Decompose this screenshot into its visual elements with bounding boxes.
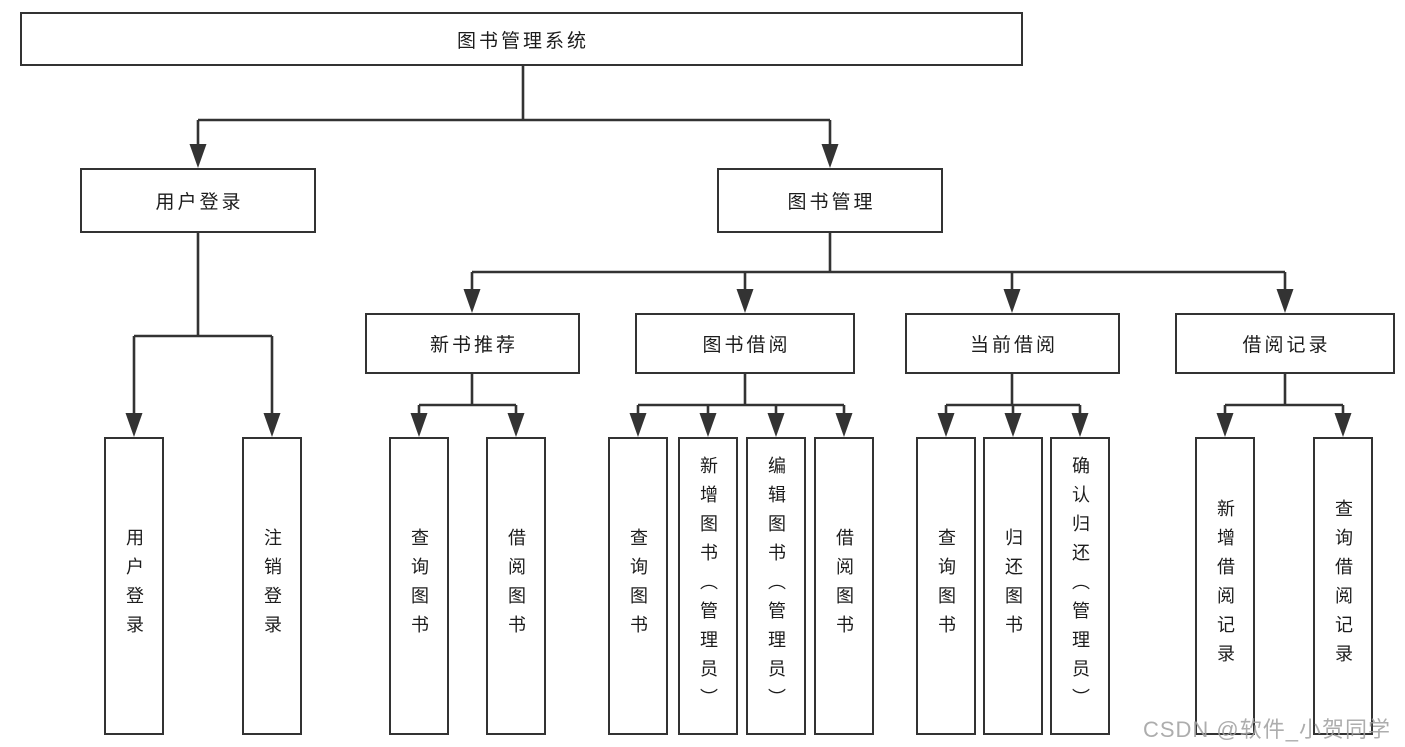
node-label: 归还图书 xyxy=(1003,528,1023,644)
node-leaf-logout: 注销登录 xyxy=(242,437,302,735)
node-current-borrow: 当前借阅 xyxy=(905,313,1120,374)
node-label: 当前借阅 xyxy=(969,335,1058,356)
node-leaf-edit-books-admin: 编辑图书（管理员） xyxy=(746,437,806,735)
node-label: 借阅图书 xyxy=(506,528,526,644)
node-label: 编辑图书（管理员） xyxy=(766,455,786,717)
node-leaf-query-books-1: 查询图书 xyxy=(389,437,449,735)
node-label: 用户登录 xyxy=(155,192,244,213)
node-label: 确认归还（管理员） xyxy=(1070,455,1090,717)
node-leaf-confirm-return-admin: 确认归还（管理员） xyxy=(1050,437,1110,735)
node-label: 图书管理 xyxy=(787,192,876,213)
node-book-management: 图书管理 xyxy=(717,168,943,233)
csdn-watermark: CSDN @软件_小贺同学 xyxy=(1142,717,1391,742)
node-leaf-query-books-2: 查询图书 xyxy=(608,437,668,735)
node-label: 用户登录 xyxy=(124,528,144,644)
node-leaf-return-books: 归还图书 xyxy=(983,437,1043,735)
node-leaf-query-borrow-record: 查询借阅记录 xyxy=(1313,437,1373,735)
node-label: 查询借阅记录 xyxy=(1333,499,1353,673)
node-label: 图书管理系统 xyxy=(456,30,589,52)
node-label: 注销登录 xyxy=(262,528,282,644)
node-book-borrow: 图书借阅 xyxy=(635,313,855,374)
node-label: 查询图书 xyxy=(936,528,956,644)
node-label: 新书推荐 xyxy=(429,335,518,356)
node-label: 图书借阅 xyxy=(702,335,791,356)
node-label: 借阅记录 xyxy=(1242,335,1331,356)
node-label: 新增图书（管理员） xyxy=(698,455,718,717)
node-leaf-add-borrow-record: 新增借阅记录 xyxy=(1195,437,1255,735)
node-leaf-add-books-admin: 新增图书（管理员） xyxy=(678,437,738,735)
node-library-management-system: 图书管理系统 xyxy=(20,12,1023,66)
node-borrow-records: 借阅记录 xyxy=(1175,313,1395,374)
node-leaf-borrow-books-1: 借阅图书 xyxy=(486,437,546,735)
node-label: 查询图书 xyxy=(409,528,429,644)
arrowheads xyxy=(125,144,1352,437)
node-leaf-query-books-3: 查询图书 xyxy=(916,437,976,735)
node-label: 查询图书 xyxy=(628,528,648,644)
node-label: 新增借阅记录 xyxy=(1215,499,1235,673)
node-leaf-user-login: 用户登录 xyxy=(104,437,164,735)
node-user-login: 用户登录 xyxy=(80,168,316,233)
node-leaf-borrow-books-2: 借阅图书 xyxy=(814,437,874,735)
node-new-book-recommend: 新书推荐 xyxy=(365,313,580,374)
node-label: 借阅图书 xyxy=(834,528,854,644)
